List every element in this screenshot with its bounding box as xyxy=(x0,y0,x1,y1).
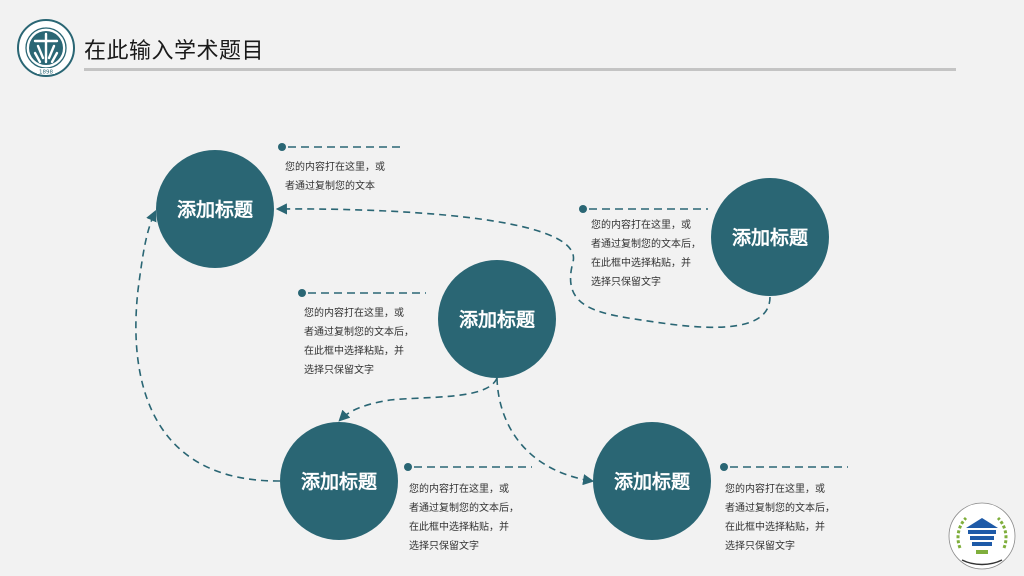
connector-node3-to-node5 xyxy=(496,377,595,486)
node-1-description: 您的内容打在这里，或 者通过复制您的文本 xyxy=(285,162,385,192)
node-4-description: 您的内容打在这里，或 者通过复制您的文本后， 在此框中选择粘贴，并 选择只保留文… xyxy=(409,484,519,552)
node-2-label: 添加标题 xyxy=(732,226,808,249)
connector-node2-to-node1 xyxy=(275,203,771,329)
node-1[interactable]: 添加标题 xyxy=(156,150,274,268)
node-4-label: 添加标题 xyxy=(301,470,377,493)
node-5-label: 添加标题 xyxy=(614,470,690,493)
node-3-label: 添加标题 xyxy=(459,308,535,331)
seal-year: 1898 xyxy=(39,70,53,76)
leader-line-2 xyxy=(579,205,708,213)
node-1-label: 添加标题 xyxy=(177,198,253,221)
node-5[interactable]: 添加标题 xyxy=(593,422,711,540)
university-emblem-icon xyxy=(948,502,1016,570)
leader-line-3 xyxy=(298,289,426,297)
leader-line-5 xyxy=(720,463,848,471)
page-title: 在此输入学术题目 xyxy=(84,39,265,64)
connector-node3-to-node4 xyxy=(338,377,498,422)
node-3-description: 您的内容打在这里，或 者通过复制您的文本后， 在此框中选择粘贴，并 选择只保留文… xyxy=(304,308,414,376)
leader-line-1 xyxy=(278,143,405,151)
connector-node4-to-node1 xyxy=(135,209,281,482)
leader-line-4 xyxy=(404,463,532,471)
node-5-description: 您的内容打在这里，或 者通过复制您的文本后， 在此框中选择粘贴，并 选择只保留文… xyxy=(725,484,835,552)
title-divider xyxy=(84,68,956,71)
node-4[interactable]: 添加标题 xyxy=(280,422,398,540)
node-2-description: 您的内容打在这里，或 者通过复制您的文本后， 在此框中选择粘贴，并 选择只保留文… xyxy=(591,220,701,288)
node-2[interactable]: 添加标题 xyxy=(711,178,829,296)
peking-university-logo-icon: 1898 xyxy=(17,19,75,77)
node-3[interactable]: 添加标题 xyxy=(438,260,556,378)
